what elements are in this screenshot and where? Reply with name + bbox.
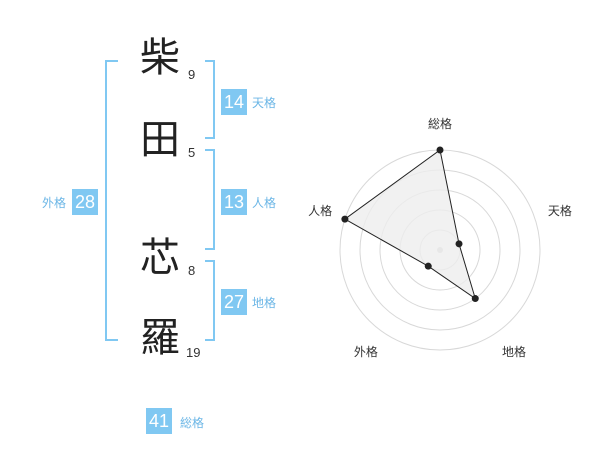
- radar-axis-label-4: 外格: [354, 344, 378, 359]
- stroke-count-1: 9: [188, 67, 196, 82]
- radar-axis-label-2: 天格: [548, 203, 572, 218]
- name-char-3: 芯: [140, 235, 180, 281]
- jinkaku-label: 人格: [252, 196, 277, 210]
- name-char-1: 柴: [140, 35, 180, 81]
- tenkaku-value: 14: [221, 89, 247, 115]
- chikaku-value: 27: [221, 289, 247, 315]
- radar-axis-label-3: 地格: [502, 344, 526, 359]
- gaikaku-label: 外格: [42, 196, 67, 210]
- stroke-count-3: 8: [188, 263, 196, 278]
- radar-polygon: [343, 149, 477, 300]
- radar-point-4: [424, 262, 432, 270]
- soukaku-value: 41: [146, 408, 172, 434]
- tenkaku-label: 天格: [252, 96, 277, 110]
- name-char-4: 羅: [140, 315, 180, 361]
- radar-point-5: [341, 215, 349, 223]
- chikaku-bracket: [205, 260, 215, 341]
- radar-point-2: [455, 240, 463, 248]
- stroke-count-2: 5: [188, 145, 196, 160]
- gaikaku-value: 28: [72, 189, 98, 215]
- soukaku-label: 総格: [180, 416, 205, 430]
- chikaku-label: 地格: [252, 296, 277, 310]
- radar-axis-label-5: 人格: [308, 203, 332, 218]
- tenkaku-bracket: [205, 60, 215, 139]
- radar-point-1: [436, 146, 444, 154]
- radar-axis-label-1: 総格: [428, 116, 452, 131]
- stroke-count-4: 19: [186, 345, 201, 360]
- jinkaku-value: 13: [221, 189, 247, 215]
- gaikaku-bracket: [105, 60, 118, 341]
- radar-point-3: [471, 295, 479, 303]
- jinkaku-bracket: [205, 149, 215, 250]
- name-char-2: 田: [140, 117, 180, 163]
